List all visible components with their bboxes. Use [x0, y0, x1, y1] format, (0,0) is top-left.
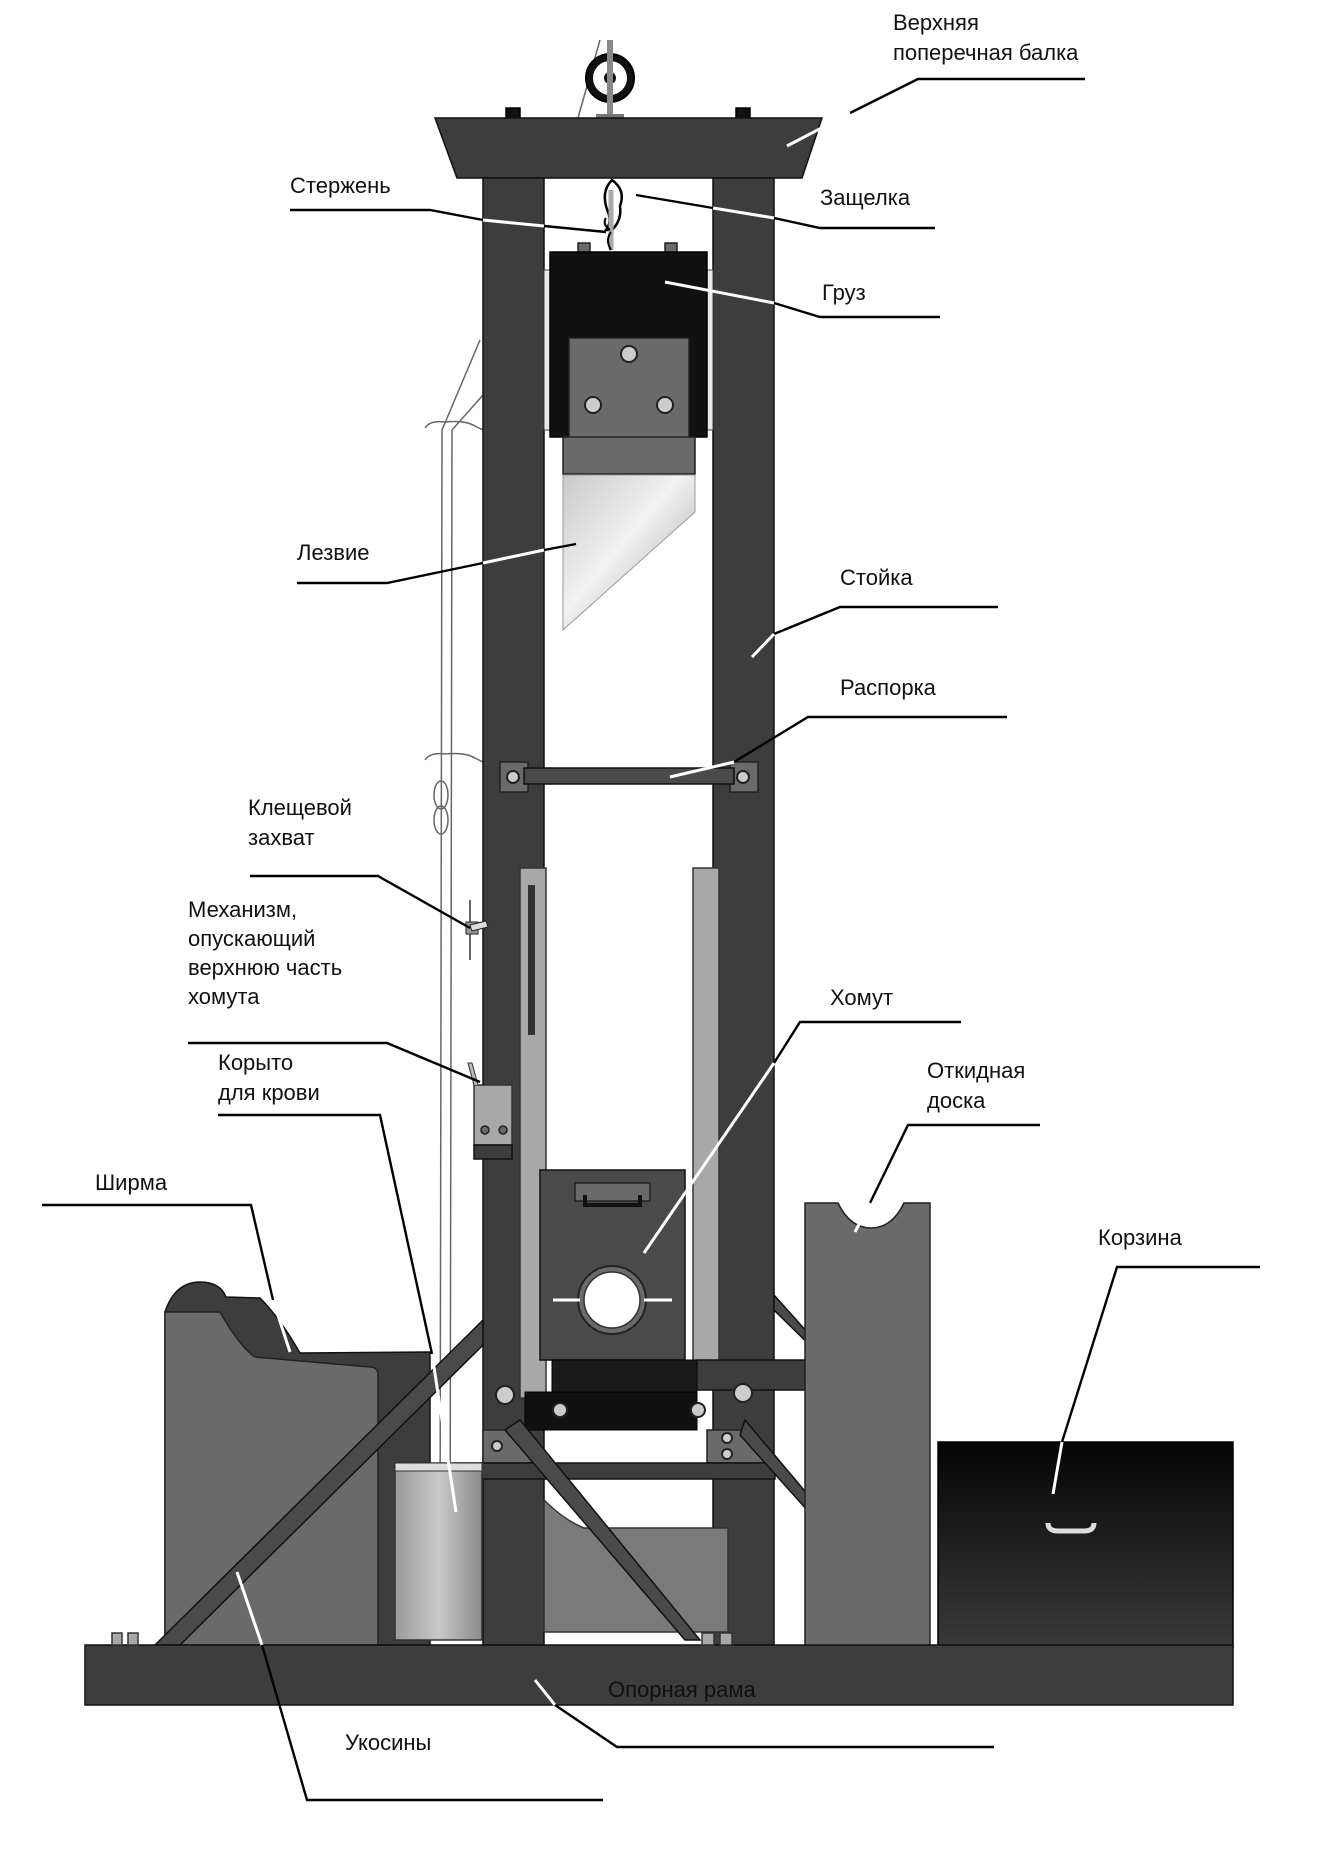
- label-basket: Корзина: [1051, 1225, 1260, 1495]
- lower-bar: [524, 1391, 698, 1431]
- right-rail: [706, 269, 714, 431]
- label-blade: Лезвие: [297, 540, 577, 585]
- label-blood-trough: Корыто для крови: [218, 1050, 458, 1513]
- label-bascule: Откидная доска: [853, 1058, 1040, 1233]
- blood-trough: [394, 1462, 483, 1641]
- label-screen: Ширма: [42, 1170, 292, 1353]
- upper-crossbeam: [433, 107, 824, 179]
- bolt: [127, 1632, 139, 1646]
- label-lowering-line2: опускающий: [188, 926, 315, 951]
- rope: [424, 39, 601, 1591]
- tong-grip: [465, 900, 489, 960]
- label-bascule-line2: доска: [927, 1088, 986, 1113]
- label-tong-grip-line2: захват: [248, 825, 315, 850]
- label-braces-text: Укосины: [345, 1730, 431, 1755]
- label-rod: Стержень: [290, 173, 607, 234]
- label-post-text: Стойка: [840, 565, 913, 590]
- label-lowering-line3: верхнюю часть: [188, 955, 342, 980]
- rod: [603, 217, 612, 251]
- label-screen-text: Ширма: [95, 1170, 168, 1195]
- label-crossbeam-line2: поперечная балка: [893, 40, 1079, 65]
- bolt: [111, 1632, 123, 1646]
- basket: [937, 1441, 1234, 1649]
- label-braces: Укосины: [235, 1571, 603, 1802]
- lowering-mechanism: [467, 1062, 513, 1160]
- bascule: [804, 1202, 931, 1651]
- label-lunette-text: Хомут: [830, 985, 893, 1010]
- bottom-crossbar: [454, 1462, 776, 1480]
- lunette: [539, 1169, 686, 1361]
- label-lowering-line1: Механизм,: [188, 897, 297, 922]
- right-lunette-guide: [692, 867, 720, 1389]
- label-strut: Распорка: [669, 675, 1007, 779]
- label-crossbeam: Верхняя поперечная балка: [786, 10, 1085, 148]
- label-lunette: Хомут: [642, 985, 961, 1254]
- label-base-frame: Опорная рама: [533, 1677, 994, 1749]
- label-lowering-mechanism: Механизм, опускающий верхнюю часть хомут…: [188, 897, 481, 1084]
- label-basket-text: Корзина: [1098, 1225, 1183, 1250]
- left-guide-slot: [528, 885, 535, 1035]
- label-weight: Груз: [664, 280, 940, 319]
- label-rod-text: Стержень: [290, 173, 391, 198]
- lunette-bar: [551, 1359, 698, 1393]
- label-tong-grip-line1: Клещевой: [248, 795, 352, 820]
- label-tong-grip: Клещевой захват: [248, 795, 471, 930]
- label-bascule-line1: Откидная: [927, 1058, 1025, 1083]
- label-latch-text: Защелка: [820, 185, 911, 210]
- bascule-support-bar: [696, 1359, 808, 1391]
- strut: [499, 761, 759, 793]
- label-trough-line2: для крови: [218, 1080, 320, 1105]
- screen: [164, 1281, 431, 1646]
- weight: [549, 242, 708, 475]
- label-lowering-line4: хомута: [188, 984, 260, 1009]
- bolt: [719, 1632, 733, 1646]
- pulley: [585, 40, 635, 118]
- label-post: Стойка: [750, 565, 998, 659]
- bolt: [701, 1632, 715, 1646]
- label-weight-text: Груз: [822, 280, 866, 305]
- left-rail: [543, 269, 551, 431]
- braces: [153, 1293, 826, 1646]
- label-strut-text: Распорка: [840, 675, 937, 700]
- latch: [603, 178, 623, 250]
- label-crossbeam-line1: Верхняя: [893, 10, 979, 35]
- label-base-frame-text: Опорная рама: [608, 1677, 757, 1702]
- label-blade-text: Лезвие: [297, 540, 370, 565]
- label-trough-line1: Корыто: [218, 1050, 293, 1075]
- label-latch: Защелка: [635, 185, 935, 230]
- blade: [562, 474, 696, 632]
